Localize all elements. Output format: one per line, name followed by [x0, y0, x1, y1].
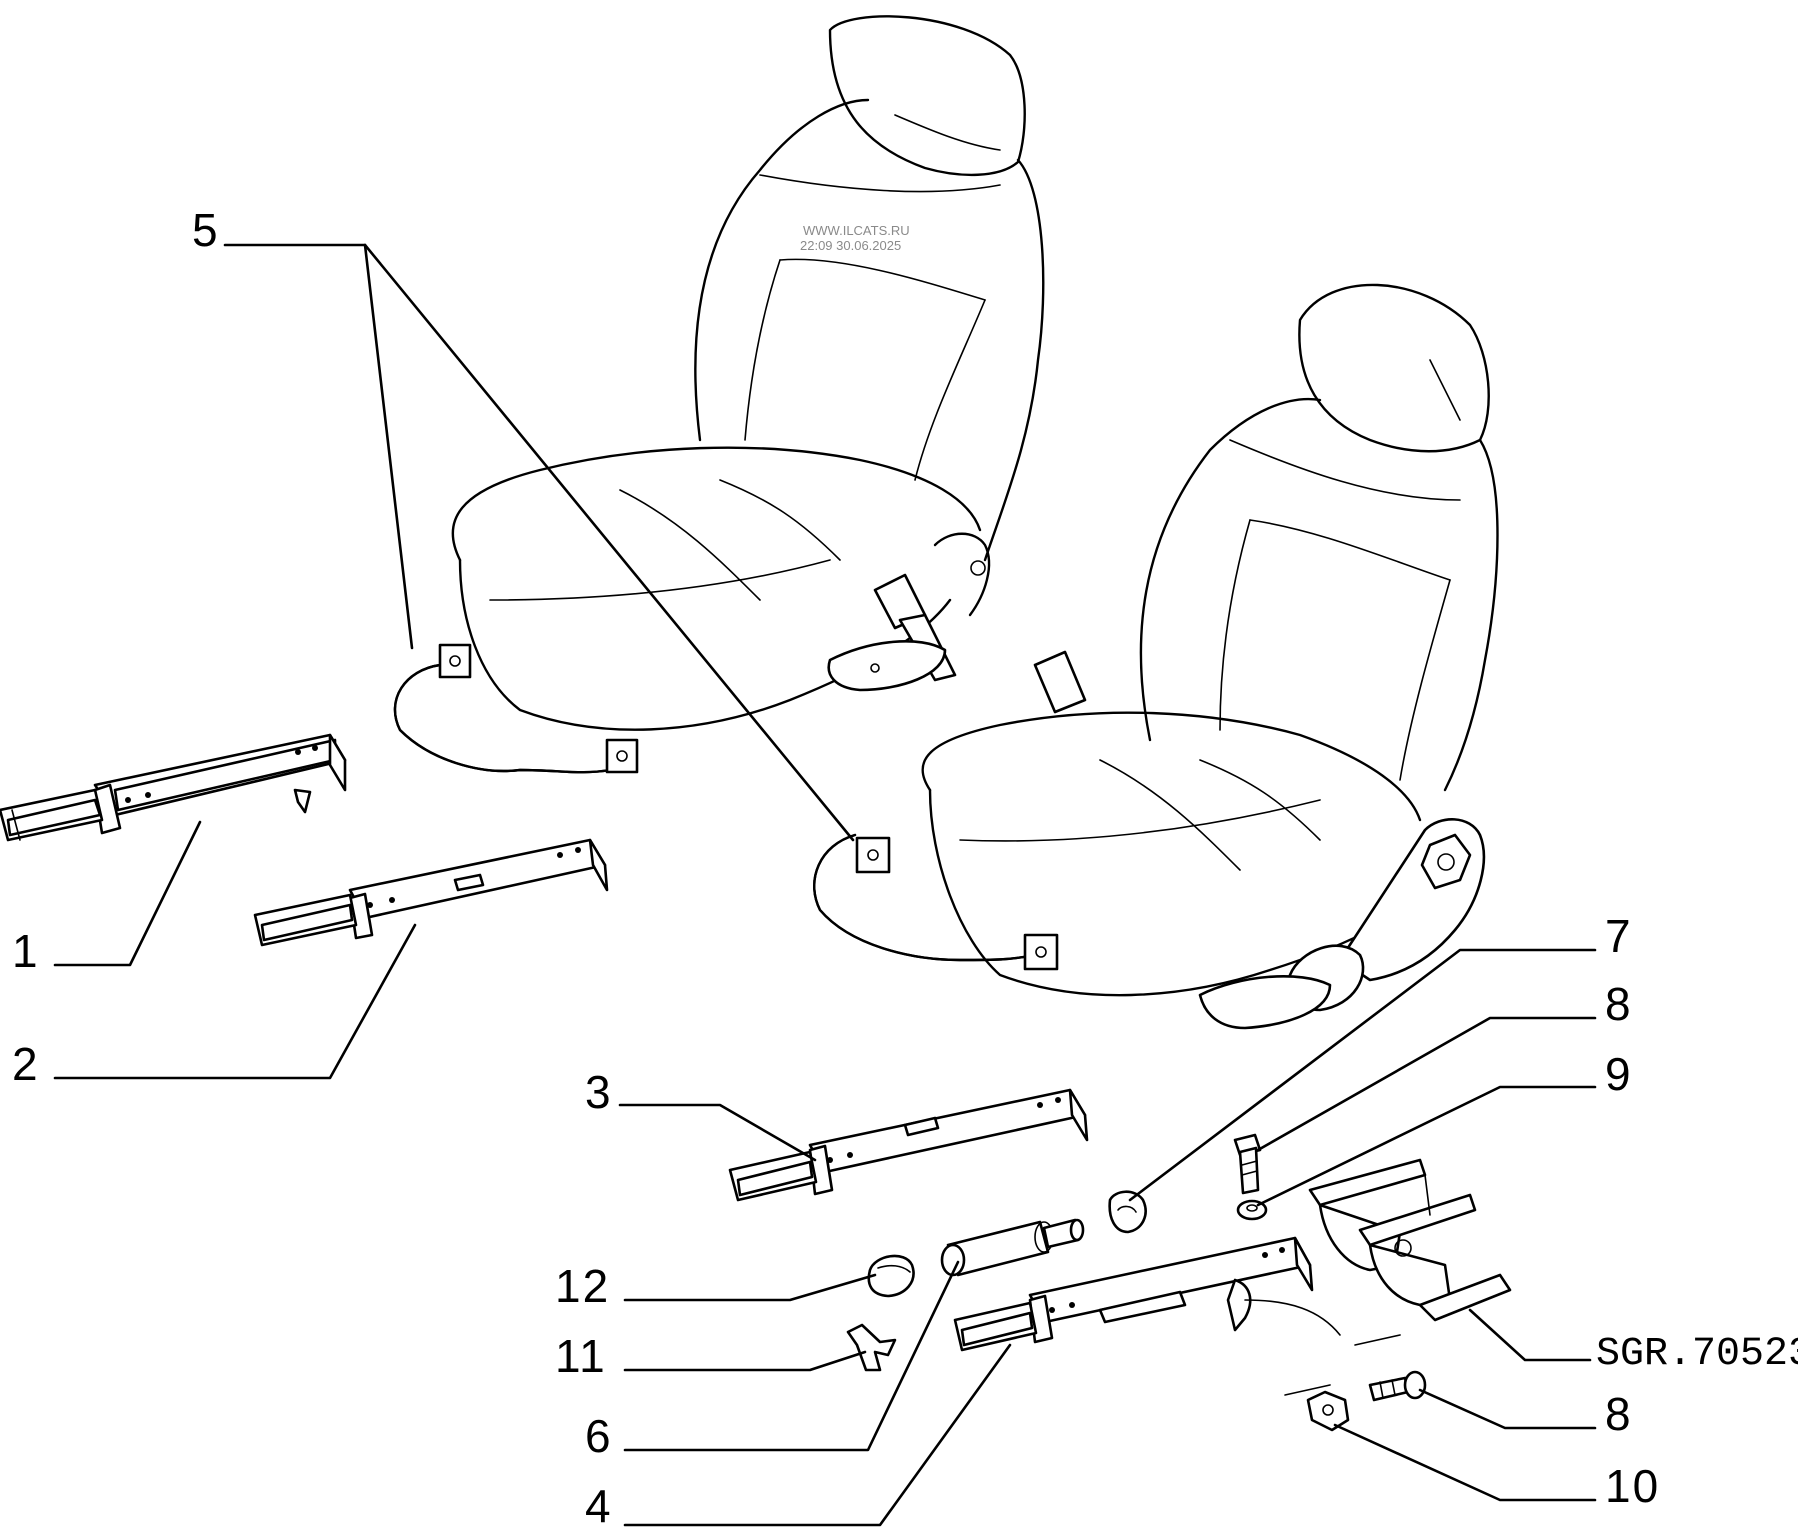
leader-8-upper [1256, 1016, 1597, 1152]
reference-code: SGR.70523 [1596, 1332, 1798, 1377]
callout-2: 2 [12, 1038, 40, 1090]
part-5-upper-clip [393, 643, 639, 774]
leader-12 [623, 1273, 877, 1302]
watermark-timestamp: 22:09 30.06.2025 [800, 238, 901, 253]
leader-ref [1468, 1308, 1592, 1362]
callout-11: 11 [555, 1330, 607, 1382]
part-1-seat-rail [0, 733, 347, 842]
leader-11 [623, 1350, 867, 1372]
leader-4 [623, 1343, 1012, 1527]
watermark: WWW.ILCATS.RU 22:09 30.06.2025 [800, 223, 910, 253]
leader-9 [1256, 1085, 1597, 1207]
part-6-bushing [940, 1218, 1085, 1277]
watermark-site: WWW.ILCATS.RU [803, 223, 910, 238]
callout-12: 12 [555, 1260, 610, 1312]
part-8-bolt-upper [1233, 1133, 1262, 1195]
part-3-seat-rail [728, 1088, 1089, 1202]
part-7-grommet [1108, 1190, 1147, 1234]
part-12-cap [867, 1254, 915, 1298]
callout-1: 1 [12, 925, 40, 977]
leader-10 [1333, 1423, 1597, 1502]
callout-8-upper: 8 [1605, 978, 1633, 1030]
callout-numbers: 5 1 2 3 7 8 9 12 11 6 4 8 10 SGR.70523 [12, 204, 1798, 1527]
part-5-lower-clip [813, 833, 1059, 971]
callout-9: 9 [1605, 1048, 1633, 1100]
callout-3: 3 [585, 1066, 613, 1118]
callout-8-lower: 8 [1605, 1388, 1633, 1440]
leader-1 [53, 820, 202, 967]
part-4-seat-rail-with-lever [953, 1236, 1401, 1396]
part-11-clip [846, 1323, 897, 1372]
seat-anchor-bracket [1308, 1158, 1512, 1322]
part-2-seat-rail [253, 838, 609, 947]
part-8-bolt-lower [1368, 1370, 1427, 1402]
upper-seat [451, 15, 1045, 731]
leader-2 [53, 923, 417, 1080]
callout-5: 5 [192, 204, 220, 256]
callout-6: 6 [585, 1410, 613, 1462]
leader-6 [623, 1260, 960, 1452]
leader-8-lower [1418, 1388, 1597, 1430]
part-10-nut [1306, 1390, 1350, 1432]
lower-seat [921, 283, 1499, 1030]
callout-7: 7 [1605, 910, 1633, 962]
callout-4: 4 [585, 1480, 613, 1527]
leader-lines [53, 243, 1597, 1527]
leader-7 [1128, 948, 1597, 1202]
leader-3 [618, 1103, 817, 1162]
callout-10: 10 [1605, 1460, 1660, 1512]
